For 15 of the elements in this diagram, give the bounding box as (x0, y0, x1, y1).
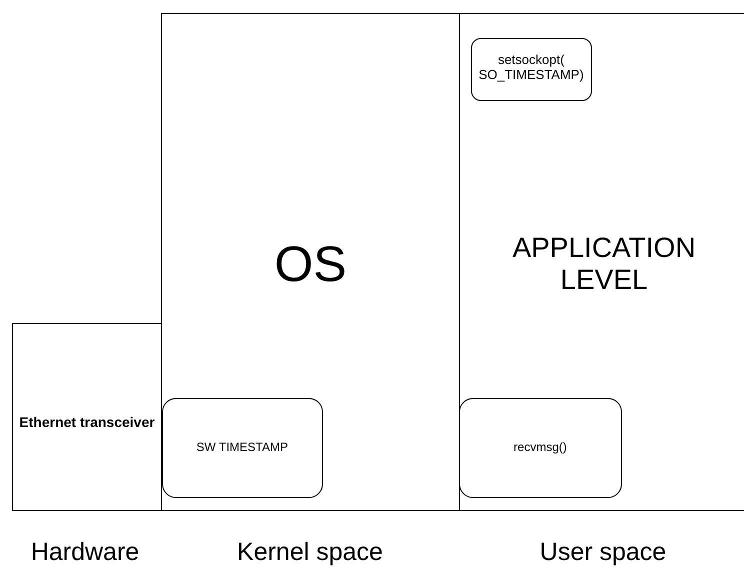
function-box (470, 38, 592, 101)
column-label: User space (540, 538, 666, 567)
component-label: Ethernet transceiver (18, 414, 156, 430)
hardware-box (12, 323, 162, 511)
user-panel (459, 13, 744, 511)
function-label: setsockopt( SO_TIMESTAMP) (478, 52, 585, 83)
function-label: recvmsg() (512, 440, 568, 454)
column-label: Kernel space (237, 538, 383, 567)
process-label: SW TIMESTAMP (195, 440, 289, 454)
panel-title: APPLICATION LEVEL (511, 232, 697, 296)
column-label: Hardware (30, 538, 140, 567)
function-box (458, 398, 622, 498)
panel-title: OS (273, 236, 348, 294)
process-box (162, 398, 323, 498)
kernel-panel (161, 13, 460, 511)
